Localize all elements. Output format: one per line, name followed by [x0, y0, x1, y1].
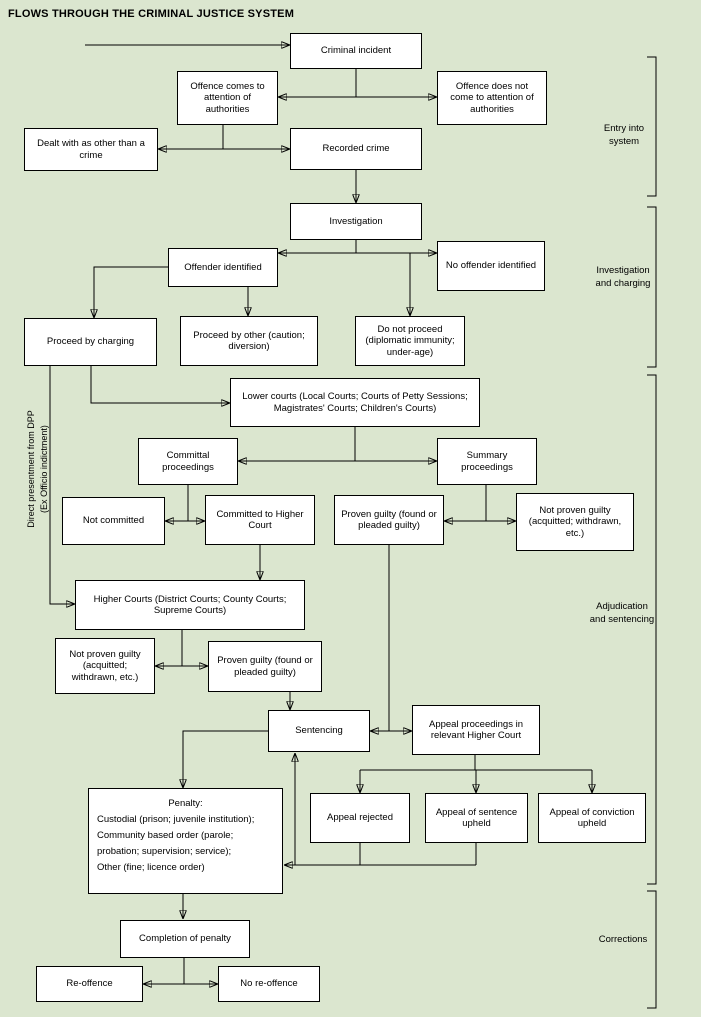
node-proven-guilty-summary: Proven guilty (found or pleaded guilty)	[334, 495, 444, 545]
direct-presentment-note: Direct presentment from DPP (Ex Officio …	[25, 389, 51, 549]
stage-label-corrections: Corrections	[598, 934, 648, 945]
arrows-committal-split	[166, 485, 204, 521]
arrows-offender-identified-branches	[94, 253, 410, 317]
node-summary-proceedings: Summary proceedings	[437, 438, 537, 485]
penalty-line-community: Community based order (parole;	[97, 830, 234, 841]
node-appeal-proceedings: Appeal proceedings in relevant Higher Co…	[412, 705, 540, 755]
node-proceed-by-other: Proceed by other (caution; diversion)	[180, 316, 318, 366]
penalty-line-probation: probation; supervision; service);	[97, 846, 232, 857]
stage-label-investigation-and-charging: Investigation and charging	[595, 265, 651, 289]
node-sentencing: Sentencing	[268, 710, 370, 752]
node-do-not-proceed: Do not proceed (diplomatic immunity; und…	[355, 316, 465, 366]
stage-brackets	[647, 56, 657, 1009]
arrows-criminal-incident-split	[279, 69, 436, 97]
arrows-sentencing-appeal-link	[371, 545, 411, 731]
node-offender-identified: Offender identified	[168, 248, 278, 287]
node-completion-of-penalty: Completion of penalty	[120, 920, 250, 958]
arrow-direct-presentment-to-higher-courts	[49, 366, 74, 604]
arrows-investigation-split	[279, 240, 436, 253]
node-not-proven-guilty-summary: Not proven guilty (acquitted; withdrawn,…	[516, 493, 634, 551]
node-committed-to-higher-court: Committed to Higher Court	[205, 495, 315, 545]
stage-label-adjudication-and-sentencing: Adjudication and sentencing	[589, 601, 655, 625]
node-appeal-of-sentence-upheld: Appeal of sentence upheld	[425, 793, 528, 843]
node-not-committed: Not committed	[62, 497, 165, 545]
direct-presentment-note-line1: Direct presentment from DPP	[26, 410, 36, 528]
node-offence-comes-to-attention: Offence comes to attention of authoritie…	[177, 71, 278, 125]
node-appeal-rejected: Appeal rejected	[310, 793, 410, 843]
node-criminal-incident: Criminal incident	[290, 33, 422, 69]
node-proven-guilty-higher: Proven guilty (found or pleaded guilty)	[208, 641, 322, 692]
node-re-offence: Re-offence	[36, 966, 143, 1002]
node-proceed-by-charging: Proceed by charging	[24, 318, 157, 366]
arrows-appeal-outcomes	[360, 755, 592, 792]
direct-presentment-note-line2: (Ex Officio indictment)	[38, 425, 49, 513]
node-no-offender-identified: No offender identified	[437, 241, 545, 291]
node-dealt-with-as-other: Dealt with as other than a crime	[24, 128, 158, 171]
node-no-re-offence: No re-offence	[218, 966, 320, 1002]
arrows-completion-split	[144, 958, 217, 984]
penalty-title: Penalty:	[168, 798, 203, 809]
page-title: FLOWS THROUGH THE CRIMINAL JUSTICE SYSTE…	[8, 8, 295, 20]
node-higher-courts: Higher Courts (District Courts; County C…	[75, 580, 305, 630]
arrows-lower-courts-split	[239, 427, 436, 461]
penalty-line-custodial: Custodial (prison; juvenile institution)…	[97, 814, 255, 825]
penalty-line-other: Other (fine; licence order)	[97, 862, 205, 873]
node-appeal-of-conviction-upheld: Appeal of conviction upheld	[538, 793, 646, 843]
node-lower-courts: Lower courts (Local Courts; Courts of Pe…	[230, 378, 480, 427]
node-penalty: Penalty: Custodial (prison; juvenile ins…	[88, 788, 283, 894]
arrows-higher-courts-split	[156, 630, 207, 666]
node-not-proven-guilty-higher: Not proven guilty (acquitted; withdrawn,…	[55, 638, 155, 694]
stage-label-entry-into-system: Entry into system	[603, 123, 645, 147]
arrows-offence-attention-split	[159, 125, 289, 149]
arrows-appeal-returns	[285, 754, 477, 865]
node-recorded-crime: Recorded crime	[290, 128, 422, 170]
arrow-sentencing-to-penalty	[183, 730, 268, 787]
node-offence-does-not-come-to-attention: Offence does not come to attention of au…	[437, 71, 547, 125]
arrows-summary-split	[445, 485, 515, 521]
arrow-proceed-charging-to-lower-courts	[90, 366, 229, 403]
node-committal-proceedings: Committal proceedings	[138, 438, 238, 485]
node-investigation: Investigation	[290, 203, 422, 240]
